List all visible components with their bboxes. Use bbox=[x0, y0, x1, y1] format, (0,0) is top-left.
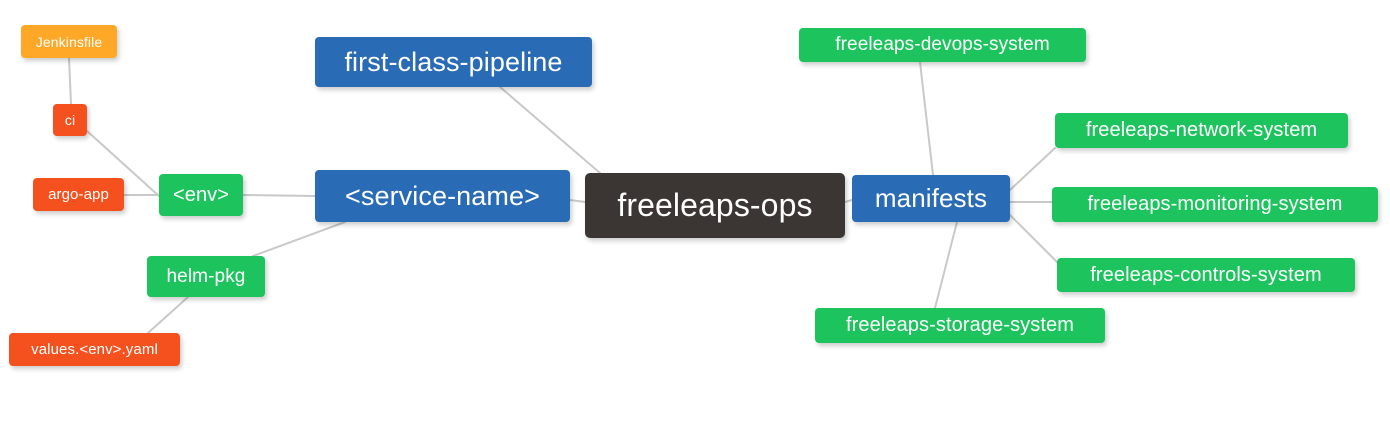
node-argo-app[interactable]: argo-app bbox=[33, 178, 124, 211]
node-manifests[interactable]: manifests bbox=[852, 175, 1010, 222]
edge-freeleaps-controls-system-to-manifests bbox=[1009, 214, 1058, 263]
node-freeleaps-devops-system[interactable]: freeleaps-devops-system bbox=[799, 28, 1086, 62]
node-label: manifests bbox=[874, 183, 988, 213]
node-freeleaps-ops[interactable]: freeleaps-ops bbox=[585, 173, 845, 238]
node-label: Jenkinsfile bbox=[35, 33, 103, 50]
node-freeleaps-network-system[interactable]: freeleaps-network-system bbox=[1055, 113, 1348, 148]
edge-first-class-pipeline-to-freeleaps-ops bbox=[499, 86, 601, 174]
edge-freeleaps-network-system-to-manifests bbox=[1009, 147, 1056, 191]
node-ci[interactable]: ci bbox=[53, 104, 87, 136]
node-label: helm-pkg bbox=[166, 265, 246, 287]
node-values-yaml[interactable]: values.<env>.yaml bbox=[9, 333, 180, 366]
edge-values-yaml-to-helm-pkg bbox=[147, 296, 189, 334]
edge-freeleaps-storage-system-to-manifests bbox=[934, 221, 958, 309]
node-label: values.<env>.yaml bbox=[31, 341, 158, 358]
node-freeleaps-controls-system[interactable]: freeleaps-controls-system bbox=[1057, 258, 1355, 292]
node-label: freeleaps-controls-system bbox=[1090, 263, 1322, 286]
node-label: freeleaps-devops-system bbox=[835, 34, 1050, 55]
node-label: freeleaps-monitoring-system bbox=[1087, 193, 1343, 215]
node-label: freeleaps-ops bbox=[617, 187, 813, 223]
node-helm-pkg[interactable]: helm-pkg bbox=[147, 256, 265, 297]
edge-env-to-service-name bbox=[242, 194, 316, 197]
edge-helm-pkg-to-service-name bbox=[252, 221, 346, 257]
node-label: first-class-pipeline bbox=[344, 46, 563, 77]
edge-freeleaps-devops-system-to-manifests bbox=[919, 61, 934, 176]
node-freeleaps-monitoring-system[interactable]: freeleaps-monitoring-system bbox=[1052, 187, 1378, 222]
node-label: <service-name> bbox=[345, 180, 540, 211]
node-label: <env> bbox=[172, 183, 230, 206]
node-freeleaps-storage-system[interactable]: freeleaps-storage-system bbox=[815, 308, 1105, 343]
node-env[interactable]: <env> bbox=[159, 174, 243, 216]
node-service-name[interactable]: <service-name> bbox=[315, 170, 570, 222]
edge-jenkinsfile-to-ci bbox=[68, 57, 72, 105]
node-jenkinsfile[interactable]: Jenkinsfile bbox=[21, 25, 117, 58]
node-label: freeleaps-storage-system bbox=[845, 314, 1075, 336]
node-label: freeleaps-network-system bbox=[1085, 119, 1318, 141]
node-label: argo-app bbox=[48, 186, 109, 203]
edge-service-name-to-freeleaps-ops bbox=[569, 199, 586, 203]
node-label: ci bbox=[64, 112, 76, 128]
edge-freeleaps-ops-to-manifests bbox=[844, 199, 853, 203]
node-first-class-pipeline[interactable]: first-class-pipeline bbox=[315, 37, 592, 87]
